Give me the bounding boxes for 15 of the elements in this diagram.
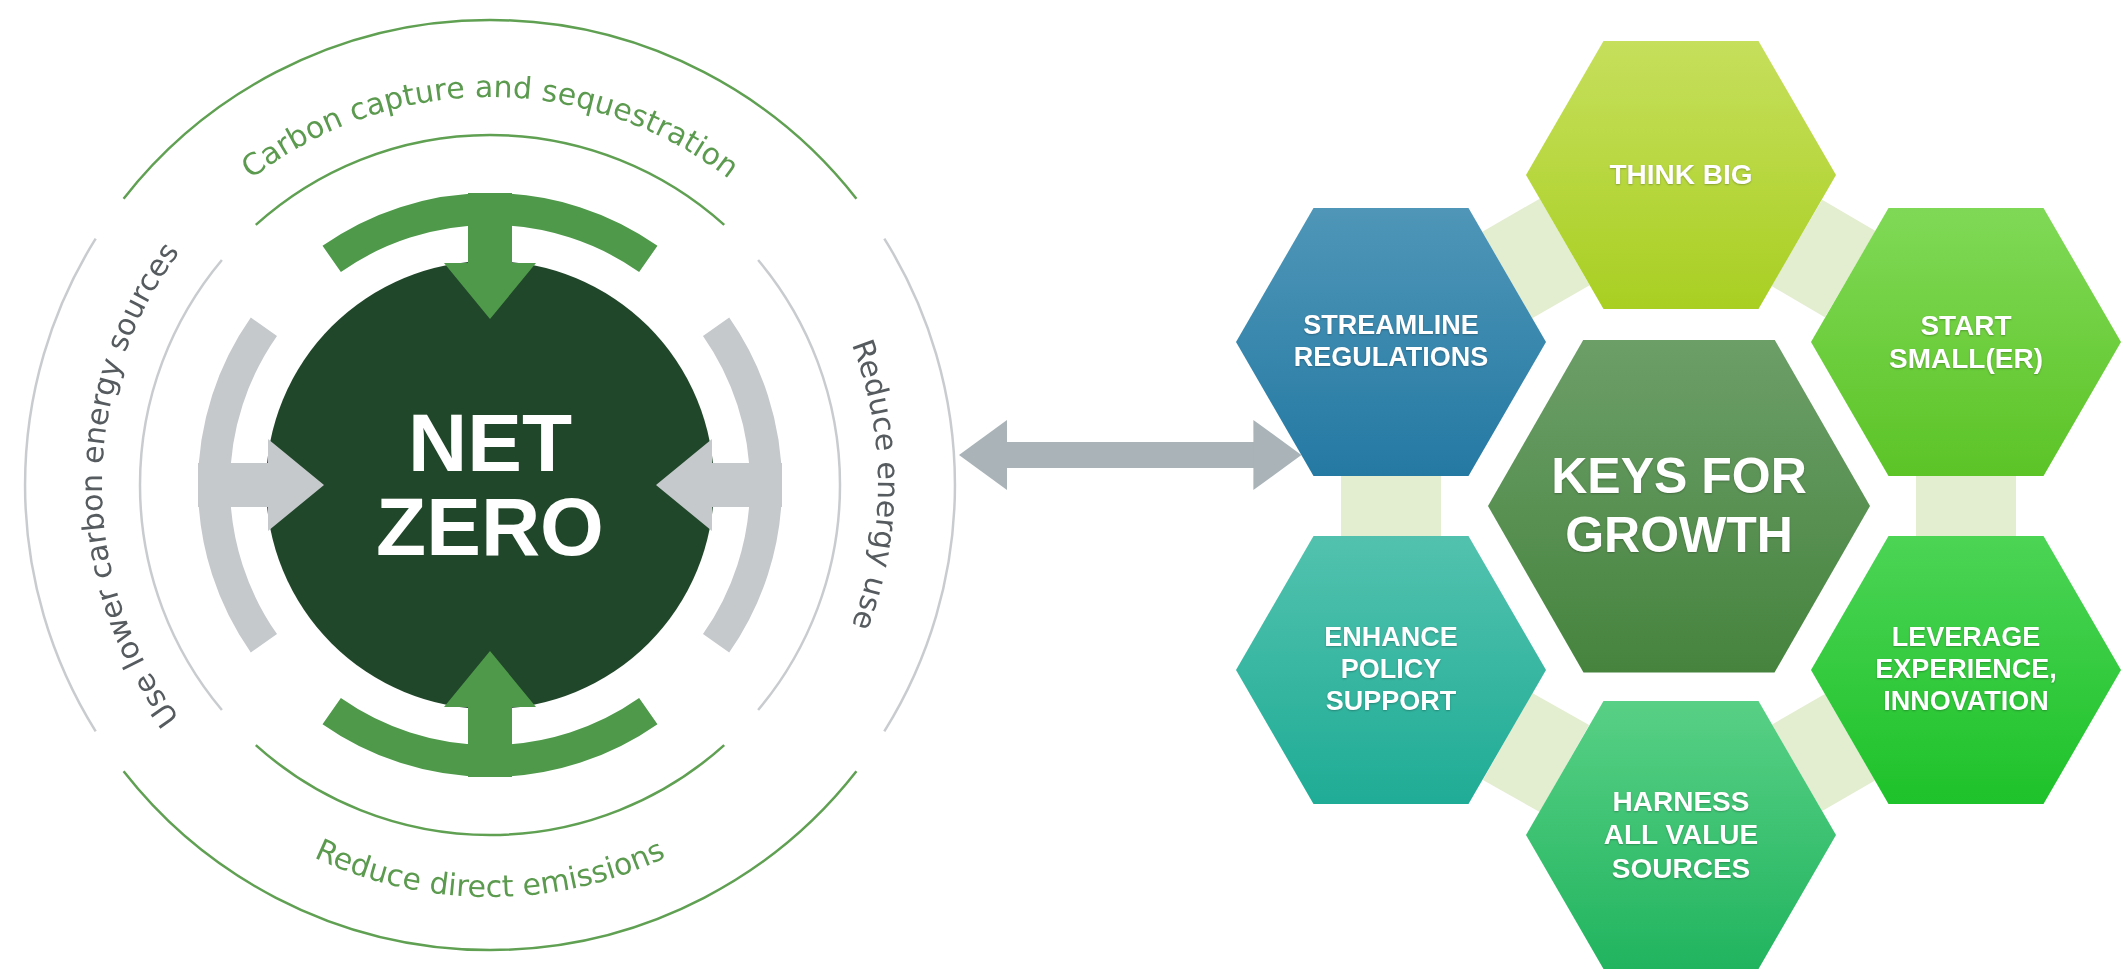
- hexagon-label: ENHANCE POLICY SUPPORT: [1323, 622, 1459, 718]
- connector-band: [1916, 476, 2016, 536]
- hexagon-label: HARNESS ALL VALUE SOURCES: [1602, 785, 1760, 885]
- connector-band: [1341, 476, 1441, 536]
- hexagon-label: THINK BIG: [1608, 158, 1754, 192]
- connector-band: [1482, 198, 1590, 319]
- connector-band: [1482, 692, 1590, 813]
- hexagon-label: START SMALL(ER): [1888, 308, 2044, 376]
- double-arrow: [959, 420, 1302, 490]
- hexagon-label: LEVERAGE EXPERIENCE, INNOVATION: [1874, 622, 2058, 718]
- connector-band: [1771, 199, 1876, 318]
- center-title: NET ZERO: [375, 401, 605, 569]
- hexagon-label: STREAMLINE REGULATIONS: [1292, 310, 1490, 374]
- hexagon-label: KEYS FOR GROWTH: [1550, 447, 1808, 565]
- connector-band: [1771, 693, 1876, 812]
